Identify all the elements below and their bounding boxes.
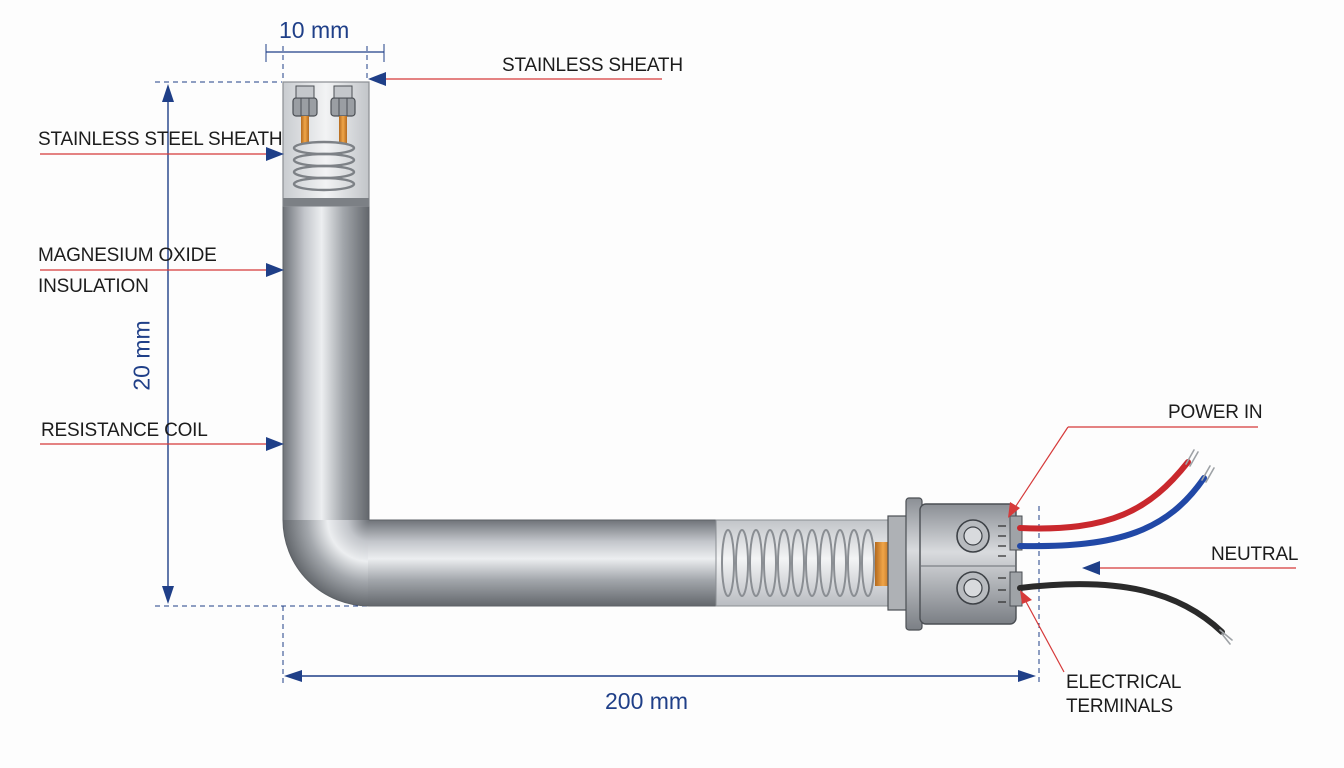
copper-core bbox=[875, 542, 891, 586]
arrow-coil bbox=[266, 437, 284, 451]
label-neutral: NEUTRAL bbox=[1211, 544, 1299, 565]
dim-length-label: 200 mm bbox=[605, 688, 689, 714]
dim-height-arrow-bottom bbox=[162, 586, 174, 604]
label-top-sheath: STAINLESS SHEATH bbox=[502, 55, 683, 76]
top-coil bbox=[292, 140, 356, 192]
wires bbox=[1017, 449, 1233, 645]
label-terminals-line1: ELECTRICAL bbox=[1066, 672, 1182, 693]
leader-lines bbox=[40, 72, 1296, 673]
copper-pin bbox=[301, 116, 309, 144]
dim-width-label: 10 mm bbox=[279, 17, 350, 43]
coil-turn bbox=[763, 529, 777, 597]
arrow-mgo bbox=[266, 263, 284, 277]
terminal-screws bbox=[956, 519, 990, 605]
horizontal-cutaway bbox=[715, 519, 891, 607]
coil-turn bbox=[791, 529, 805, 597]
terminal-head bbox=[887, 497, 1023, 631]
wire-power bbox=[1017, 459, 1191, 532]
terminal-markings bbox=[998, 525, 1006, 603]
coil-turn bbox=[721, 529, 735, 597]
tube-vertical bbox=[283, 204, 369, 522]
horizontal-coil bbox=[721, 529, 875, 597]
arrow-neutral bbox=[1082, 561, 1100, 575]
heater-tube bbox=[282, 204, 716, 607]
tube-horizontal bbox=[368, 520, 716, 606]
wire-neutral-blue bbox=[1017, 475, 1207, 550]
dim-length-arrow-right bbox=[1018, 670, 1036, 682]
arrow-terminals bbox=[1020, 590, 1032, 604]
dim-height-label: 20 mm bbox=[128, 320, 155, 391]
wire-ground bbox=[1017, 581, 1225, 635]
arrow-steel-sheath bbox=[266, 147, 284, 161]
dimension-lines bbox=[155, 44, 1040, 686]
coil-turn bbox=[819, 529, 833, 597]
label-steel-sheath: STAINLESS STEEL SHEATH bbox=[38, 129, 283, 150]
coil-turn bbox=[777, 529, 791, 597]
label-power-in: POWER IN bbox=[1168, 402, 1263, 423]
top-cutaway bbox=[282, 81, 370, 207]
label-resistance-coil: RESISTANCE COIL bbox=[41, 420, 208, 441]
label-terminals-line2: TERMINALS bbox=[1066, 696, 1173, 717]
label-mgo-line2: INSULATION bbox=[38, 276, 149, 297]
coil-turn bbox=[805, 529, 819, 597]
dim-length-arrow-left bbox=[284, 670, 302, 682]
coil-turn bbox=[847, 529, 861, 597]
arrow-power bbox=[1008, 502, 1020, 518]
tube-bend bbox=[283, 520, 369, 606]
coil-turn bbox=[735, 529, 749, 597]
coil-turn bbox=[833, 529, 847, 597]
coil-turn bbox=[749, 529, 763, 597]
arrow-top-sheath bbox=[368, 72, 386, 86]
dim-height-arrow-top bbox=[162, 84, 174, 102]
copper-pin bbox=[339, 116, 347, 144]
leader-terminals bbox=[1023, 597, 1065, 673]
leader-power-d bbox=[1011, 426, 1069, 513]
label-mgo-line1: MAGNESIUM OXIDE bbox=[38, 245, 217, 266]
coil-turn bbox=[861, 529, 875, 597]
